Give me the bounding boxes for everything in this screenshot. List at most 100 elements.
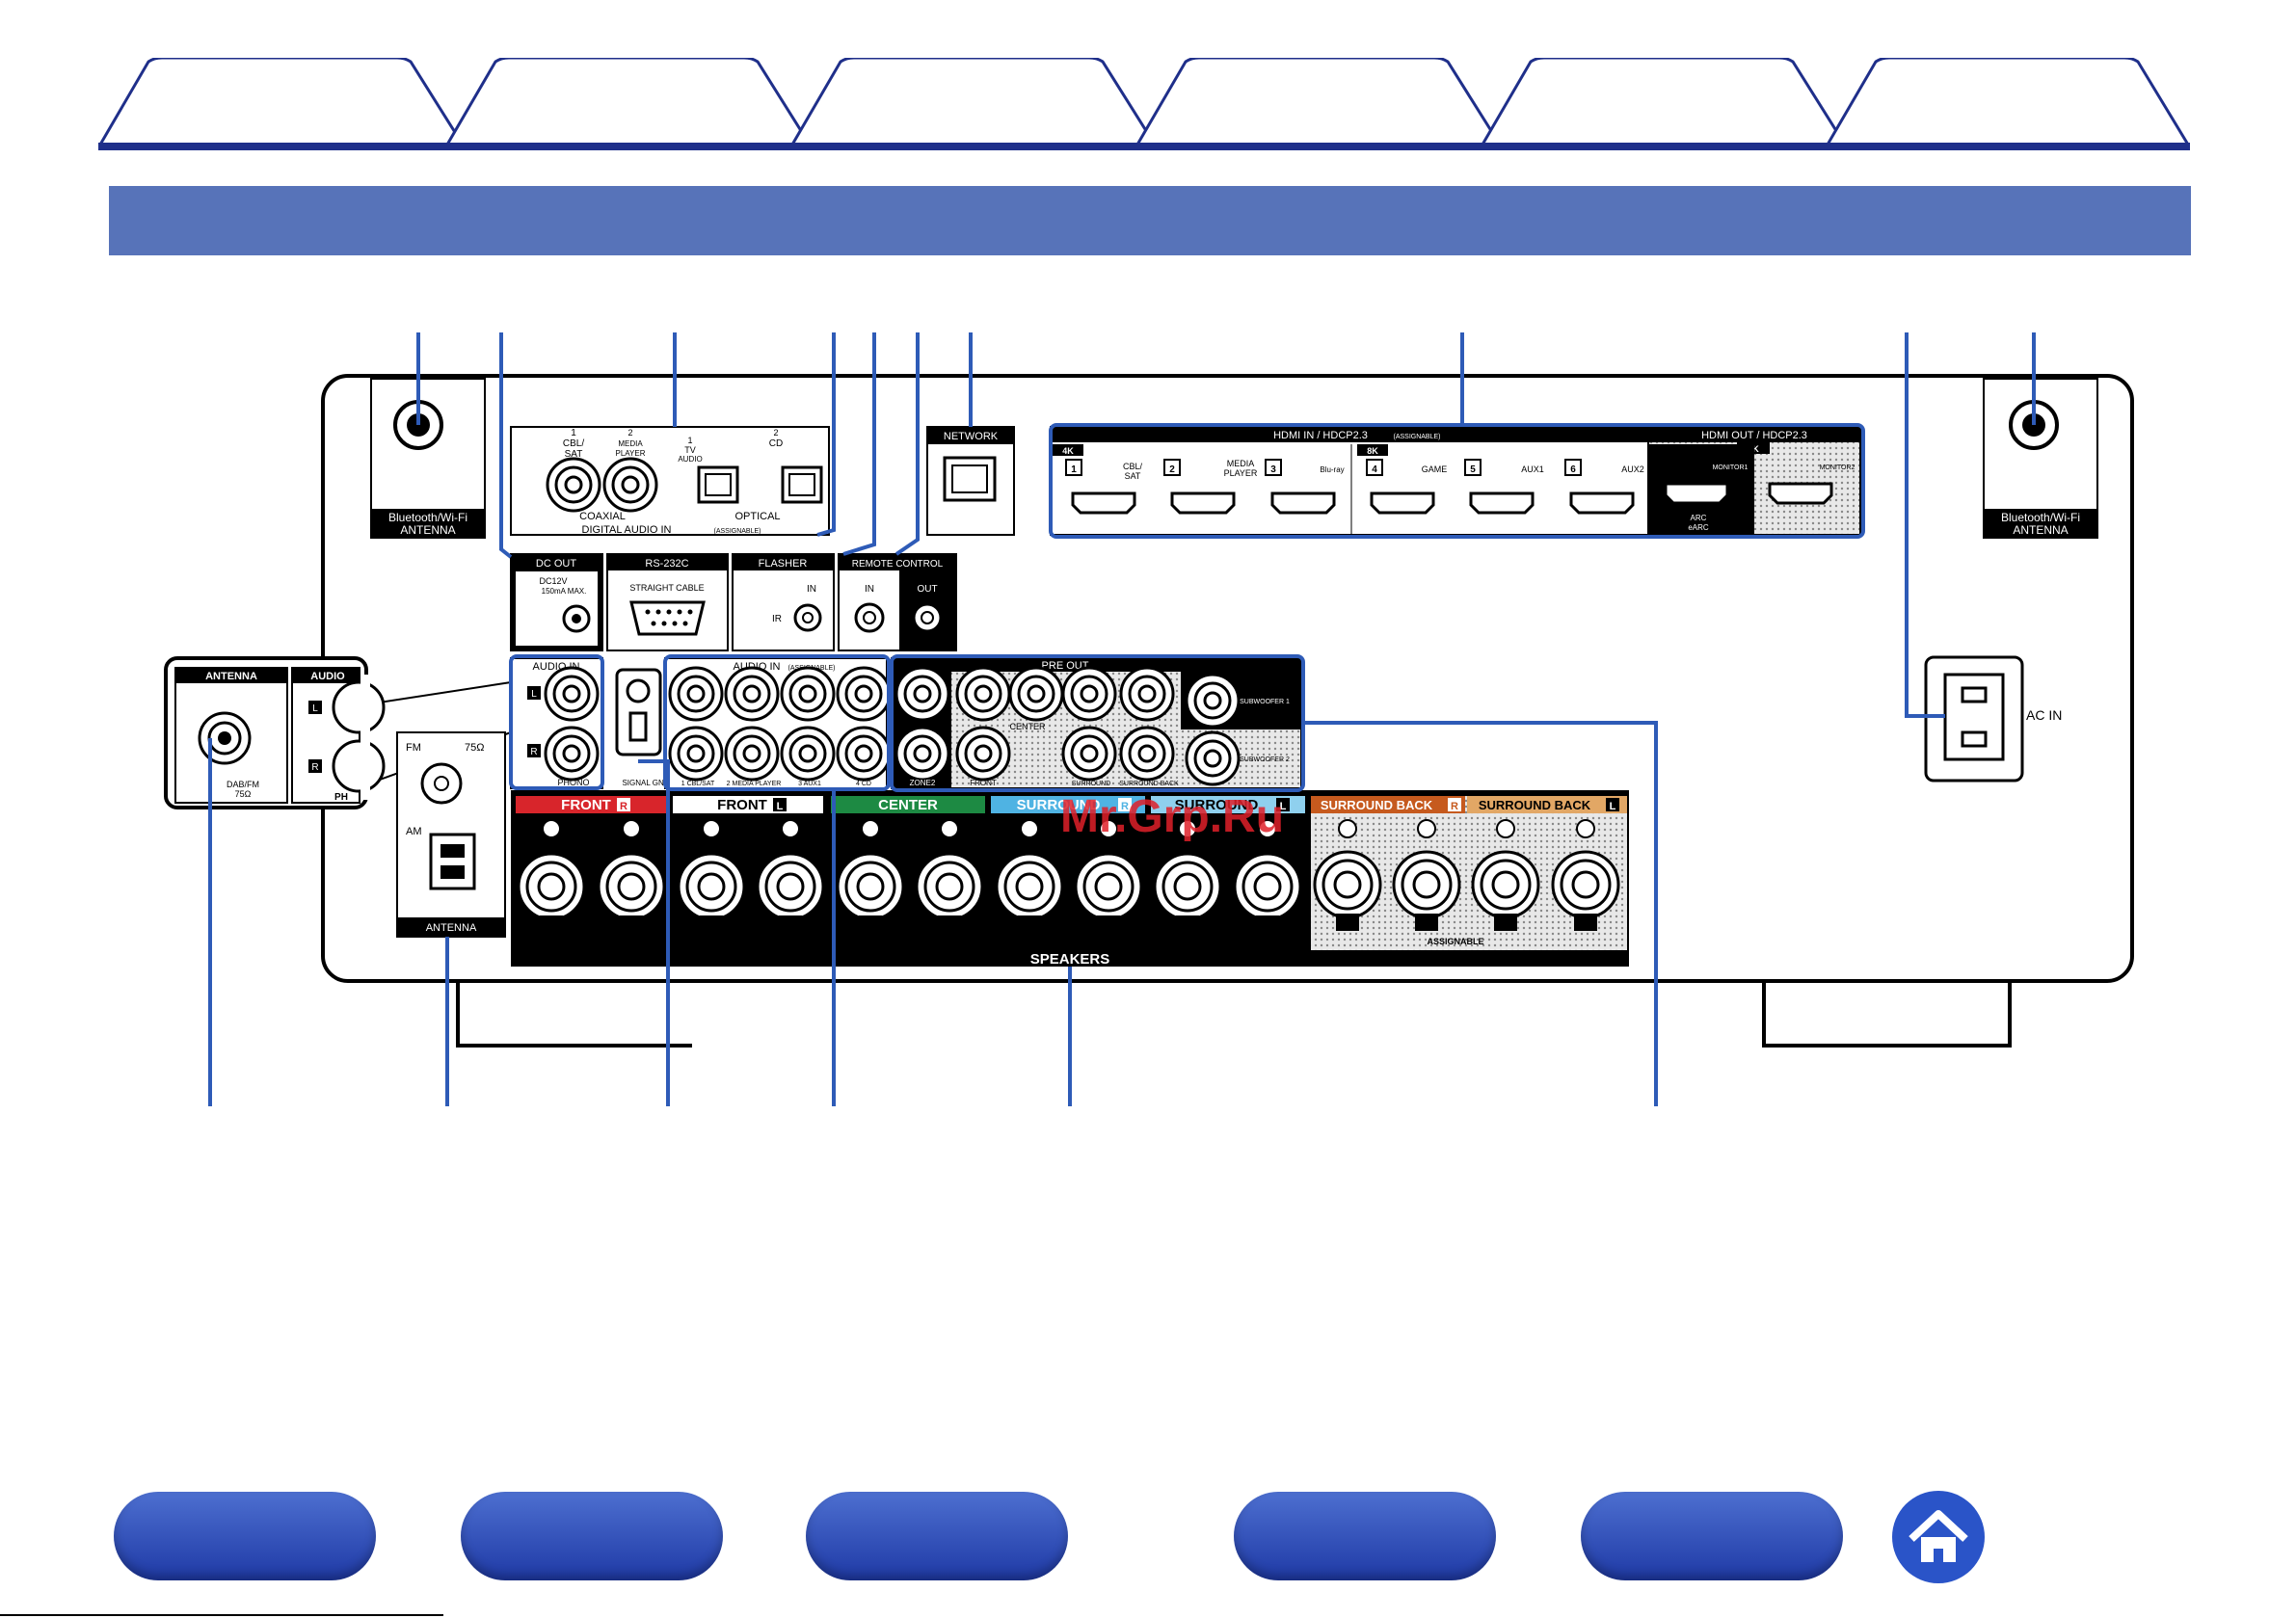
svg-text:MEDIA: MEDIA xyxy=(618,439,643,448)
svg-text:NETWORK: NETWORK xyxy=(944,431,999,442)
svg-text:L: L xyxy=(777,801,784,812)
svg-text:CBL/: CBL/ xyxy=(563,438,584,449)
svg-text:AUX1: AUX1 xyxy=(1521,464,1544,474)
svg-text:Blu-ray: Blu-ray xyxy=(1320,465,1344,474)
svg-text:1: 1 xyxy=(571,428,576,438)
svg-text:CENTER: CENTER xyxy=(1009,722,1046,731)
svg-text:SUBWOOFER 2: SUBWOOFER 2 xyxy=(1240,756,1290,763)
svg-text:HDMI OUT / HDCP2.3: HDMI OUT / HDCP2.3 xyxy=(1701,430,1807,441)
svg-text:DC12V: DC12V xyxy=(539,576,567,586)
svg-text:4: 4 xyxy=(1372,464,1377,475)
bt-right-line1: Bluetooth/Wi-Fi xyxy=(2001,511,2080,524)
svg-text:FRONT: FRONT xyxy=(561,797,611,813)
svg-text:SPEAKERS: SPEAKERS xyxy=(1030,951,1110,968)
svg-text:eARC: eARC xyxy=(1688,523,1709,532)
svg-text:IN: IN xyxy=(807,584,816,595)
svg-text:2: 2 xyxy=(627,428,632,438)
svg-text:DC OUT: DC OUT xyxy=(536,558,576,570)
home-icon xyxy=(1909,1510,1968,1562)
nav-button-1[interactable] xyxy=(114,1492,376,1580)
ac-in-label: AC IN xyxy=(2026,707,2062,723)
svg-text:PRE OUT: PRE OUT xyxy=(1042,660,1089,672)
svg-text:OUT: OUT xyxy=(917,584,937,595)
svg-text:1: 1 xyxy=(687,436,692,445)
svg-text:1 CBL/SAT: 1 CBL/SAT xyxy=(681,781,715,787)
svg-text:PH: PH xyxy=(334,792,348,803)
bt-right-line2: ANTENNA xyxy=(2013,523,2068,537)
svg-text:SIGNAL GND: SIGNAL GND xyxy=(622,779,669,787)
svg-text:6: 6 xyxy=(1570,464,1576,475)
svg-text:ASSIGNABLE: ASSIGNABLE xyxy=(1427,937,1483,946)
svg-text:AUDIO: AUDIO xyxy=(310,671,345,682)
svg-text:HDMI IN / HDCP2.3: HDMI IN / HDCP2.3 xyxy=(1273,430,1368,441)
svg-text:COAXIAL: COAXIAL xyxy=(579,511,626,522)
svg-text:SAT: SAT xyxy=(565,449,583,460)
callout-lines xyxy=(208,332,2036,1106)
svg-text:SAT: SAT xyxy=(1125,471,1141,481)
svg-text:2: 2 xyxy=(1169,464,1175,475)
nav-button-4[interactable] xyxy=(1234,1492,1496,1580)
svg-text:5: 5 xyxy=(1470,464,1476,475)
bt-left-line1: Bluetooth/Wi-Fi xyxy=(388,511,467,524)
svg-text:2 MEDIA PLAYER: 2 MEDIA PLAYER xyxy=(727,781,782,787)
tab-3[interactable] xyxy=(790,58,1157,146)
svg-text:PLAYER: PLAYER xyxy=(1224,468,1258,478)
svg-text:FRONT: FRONT xyxy=(717,797,767,813)
svg-text:GAME: GAME xyxy=(1422,464,1448,474)
svg-text:R: R xyxy=(620,801,627,812)
svg-text:AUX2: AUX2 xyxy=(1621,464,1644,474)
svg-text:3 AUX1: 3 AUX1 xyxy=(798,781,821,787)
svg-text:(ASSIGNABLE): (ASSIGNABLE) xyxy=(1393,434,1440,440)
svg-text:R: R xyxy=(311,762,318,773)
footer-rule xyxy=(0,1614,443,1616)
svg-text:CBL/: CBL/ xyxy=(1123,462,1143,471)
svg-text:DAB/FM: DAB/FM xyxy=(227,780,259,789)
svg-text:PHONO: PHONO xyxy=(557,778,589,787)
svg-text:SURROUND BACK: SURROUND BACK xyxy=(1479,798,1591,812)
svg-text:IN: IN xyxy=(865,584,874,595)
svg-text:CD: CD xyxy=(769,438,783,449)
svg-text:REMOTE CONTROL: REMOTE CONTROL xyxy=(852,559,944,570)
svg-text:L: L xyxy=(1610,801,1616,812)
svg-text:SURROUND: SURROUND xyxy=(1072,781,1110,787)
nav-button-2[interactable] xyxy=(461,1492,723,1580)
svg-text:3: 3 xyxy=(1270,464,1276,475)
svg-text:4 CD: 4 CD xyxy=(856,781,871,787)
nav-button-5[interactable] xyxy=(1581,1492,1843,1580)
svg-text:SURROUND: SURROUND xyxy=(1175,797,1259,813)
bt-left-line2: ANTENNA xyxy=(400,523,455,537)
svg-text:75Ω: 75Ω xyxy=(235,789,252,799)
svg-text:AM: AM xyxy=(406,826,422,837)
svg-text:L: L xyxy=(531,689,537,700)
svg-text:FLASHER: FLASHER xyxy=(759,558,808,570)
svg-text:RS-232C: RS-232C xyxy=(645,558,688,570)
tab-1[interactable] xyxy=(98,58,465,146)
tab-2[interactable] xyxy=(445,58,812,146)
svg-text:8K: 8K xyxy=(1367,446,1378,456)
rear-panel-diagram: Bluetooth/Wi-Fi ANTENNA Bluetooth/Wi-Fi … xyxy=(164,332,2134,1106)
watermark: Mr.Grp.Ru xyxy=(1060,791,1285,842)
svg-text:75Ω: 75Ω xyxy=(465,742,484,754)
svg-text:R: R xyxy=(530,747,537,757)
svg-text:CENTER: CENTER xyxy=(878,797,938,813)
svg-text:STRAIGHT CABLE: STRAIGHT CABLE xyxy=(629,583,704,593)
svg-text:1: 1 xyxy=(1071,464,1077,475)
tab-4[interactable] xyxy=(1135,58,1502,146)
svg-text:R: R xyxy=(1451,801,1458,812)
svg-text:FRONT: FRONT xyxy=(970,779,997,787)
svg-text:OPTICAL: OPTICAL xyxy=(734,511,780,522)
svg-text:PLAYER: PLAYER xyxy=(616,449,646,458)
svg-text:(ASSIGNABLE): (ASSIGNABLE) xyxy=(713,528,761,535)
svg-text:SURROUND: SURROUND xyxy=(1017,797,1101,813)
tab-5[interactable] xyxy=(1481,58,1847,146)
tab-underline xyxy=(98,143,2190,150)
home-button[interactable] xyxy=(1892,1491,1985,1583)
svg-text:L: L xyxy=(1280,801,1287,812)
nav-button-3[interactable] xyxy=(806,1492,1068,1580)
svg-text:SUBWOOFER 1: SUBWOOFER 1 xyxy=(1240,699,1290,705)
svg-text:TV: TV xyxy=(684,445,696,455)
hdmi-in xyxy=(1050,426,1649,536)
tab-6[interactable] xyxy=(1826,58,2192,146)
svg-text:L: L xyxy=(312,703,318,714)
svg-text:DIGITAL AUDIO IN: DIGITAL AUDIO IN xyxy=(582,524,672,536)
